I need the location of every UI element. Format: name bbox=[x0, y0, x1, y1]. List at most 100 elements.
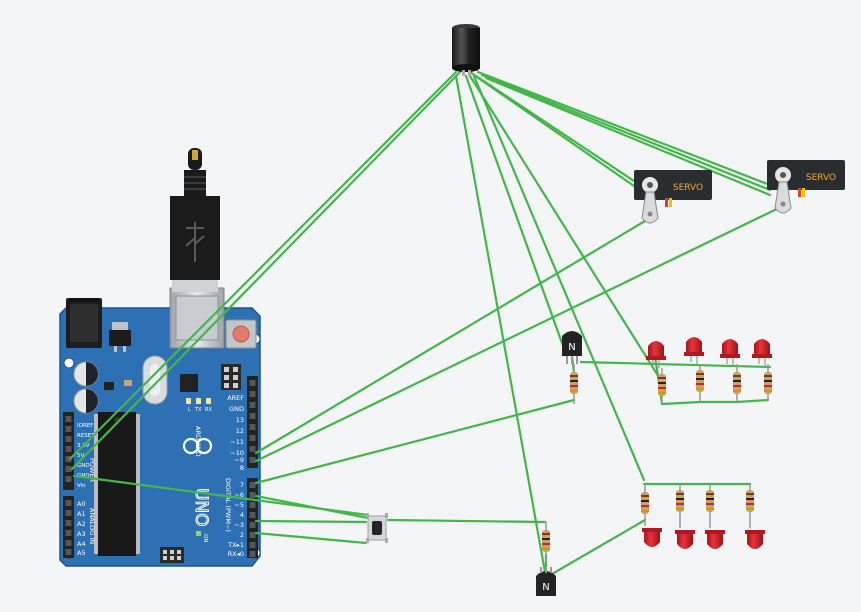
red-led-top-1[interactable] bbox=[646, 341, 666, 368]
pin-4-label: 4 bbox=[240, 511, 244, 519]
led-resistor-bottom-4[interactable] bbox=[746, 484, 754, 528]
pin-aref-label: AREF bbox=[227, 394, 244, 402]
wire-cap-resistor-row-bottom[interactable] bbox=[472, 74, 646, 482]
svg-text:UNO: UNO bbox=[191, 488, 211, 527]
digital-pin-labels-bottom: 7 ~6 ~5 4 ~3 2 TX▸1 RX◂0 bbox=[227, 481, 244, 558]
wire-cap-servo2-c[interactable] bbox=[484, 76, 772, 197]
wire-resistor-top-pin[interactable] bbox=[254, 398, 576, 485]
pushbutton[interactable] bbox=[366, 513, 388, 543]
wire-servo1-signal[interactable] bbox=[254, 216, 652, 455]
npn-transistor-top[interactable]: N bbox=[562, 331, 582, 364]
wire-cap-5v[interactable] bbox=[68, 70, 458, 461]
pin-11-label: ~11 bbox=[230, 438, 244, 446]
red-led-top-4[interactable] bbox=[752, 339, 772, 366]
wires[interactable] bbox=[68, 70, 787, 576]
icsp-header-top bbox=[221, 364, 241, 390]
transistor-top-label: N bbox=[568, 342, 575, 353]
wire-cap-led-row-top[interactable] bbox=[468, 74, 664, 384]
digital-header-top bbox=[247, 376, 258, 468]
smd-component bbox=[104, 382, 114, 390]
red-led-top-2[interactable] bbox=[684, 337, 704, 364]
usb-interface-chip bbox=[180, 374, 198, 392]
led-resistor-bottom-2[interactable] bbox=[676, 484, 684, 528]
pin-7-label: 7 bbox=[240, 481, 244, 489]
pin-6-label: ~6 bbox=[234, 491, 244, 499]
wire-servo2-signal[interactable] bbox=[254, 203, 787, 463]
transistor-bottom-label: N bbox=[542, 582, 549, 593]
led-tx-label: TX bbox=[194, 407, 202, 413]
led-resistor-top-2[interactable] bbox=[696, 364, 704, 402]
pin-12-label: 12 bbox=[236, 427, 244, 435]
resistor-top-base[interactable] bbox=[570, 364, 578, 404]
crystal-oscillator bbox=[142, 355, 168, 405]
wire-cap-servo1-b[interactable] bbox=[472, 73, 639, 190]
wire-cap-gnd[interactable] bbox=[70, 70, 462, 471]
led-resistor-top-4[interactable] bbox=[764, 364, 772, 400]
red-led-bottom-4[interactable] bbox=[745, 530, 765, 549]
usb-cable[interactable] bbox=[170, 148, 220, 292]
board-status-leds: L TX RX bbox=[186, 398, 212, 413]
pin-a1-label: A1 bbox=[77, 510, 86, 518]
digital-header-label: DIGITAL (PWM~) bbox=[224, 478, 232, 532]
arduino-logo: ARDUINO UNO bbox=[182, 426, 213, 527]
red-led-bottom-3[interactable] bbox=[705, 530, 725, 549]
led-resistor-bottom-1[interactable] bbox=[641, 484, 649, 526]
on-led bbox=[196, 531, 201, 536]
servo-motor-1[interactable]: SERVO bbox=[634, 170, 712, 224]
on-label: ON bbox=[202, 534, 208, 542]
arduino-uno-board[interactable]: L TX RX ARDUINO UNO bbox=[59, 287, 261, 567]
digital-header-bottom bbox=[247, 478, 258, 558]
icsp-header-bottom bbox=[160, 547, 184, 563]
wire-pin3-button[interactable] bbox=[254, 519, 368, 524]
arduino-brand-text: ARDUINO bbox=[194, 426, 202, 457]
pin-10-label: ~10 bbox=[230, 449, 244, 457]
wire-button-resistor[interactable] bbox=[386, 518, 547, 524]
pin-gnd2-label: GND bbox=[77, 473, 90, 479]
power-header-label: POWER bbox=[88, 458, 96, 483]
usb-b-port bbox=[169, 287, 225, 349]
analog-pin-labels: A0 A1 A2 A3 A4 A5 bbox=[77, 500, 86, 557]
wire-cap-transistor-bottom[interactable] bbox=[454, 74, 547, 574]
pin-a2-label: A2 bbox=[77, 520, 86, 528]
pin-5v-label: 5V bbox=[77, 453, 84, 459]
wire-pin2-button[interactable] bbox=[254, 531, 368, 545]
pin-a0-label: A0 bbox=[77, 500, 86, 508]
led-resistor-top-3[interactable] bbox=[733, 364, 741, 402]
wire-led-top-bus[interactable] bbox=[660, 398, 770, 406]
servo-motor-2[interactable]: SERVO bbox=[767, 160, 845, 214]
pin-3-label: ~3 bbox=[234, 521, 244, 529]
resistor-bottom-base[interactable] bbox=[542, 522, 550, 562]
pin-9-label: ~9 bbox=[234, 456, 244, 464]
dc-power-jack bbox=[66, 298, 102, 348]
red-led-top-3[interactable] bbox=[720, 339, 740, 366]
pin-5-label: ~5 bbox=[234, 501, 244, 509]
pin-vin-label: Vin bbox=[77, 483, 86, 489]
led-resistor-top-1[interactable] bbox=[658, 368, 666, 404]
wire-cap-servo2-a[interactable] bbox=[476, 70, 772, 187]
pin-ioref-label: IOREF bbox=[77, 423, 93, 429]
led-resistor-bottom-3[interactable] bbox=[706, 484, 714, 528]
smd-component bbox=[124, 380, 132, 386]
pin-a5-label: A5 bbox=[77, 549, 86, 557]
wire-transistor-led-row[interactable] bbox=[579, 360, 772, 369]
npn-transistor-bottom[interactable]: N bbox=[536, 567, 556, 596]
pin-gnd1-label: GND bbox=[77, 463, 90, 469]
board-capacitors bbox=[73, 361, 99, 414]
pin-1-label: TX▸1 bbox=[227, 541, 244, 549]
analog-header-label: ANALOG IN bbox=[88, 508, 96, 544]
wire-transistor-bottom-leds[interactable] bbox=[550, 518, 647, 576]
wire-cap-transistor-top[interactable] bbox=[464, 74, 569, 359]
led-rx-label: RX bbox=[205, 407, 212, 413]
red-led-bottom-2[interactable] bbox=[675, 530, 695, 549]
wire-gnd-button[interactable] bbox=[72, 474, 370, 517]
pin-reset-label: RESET bbox=[77, 433, 95, 439]
analog-header bbox=[63, 496, 74, 558]
led-l-label: L bbox=[188, 407, 191, 413]
wire-cap-servo2-b[interactable] bbox=[480, 73, 772, 192]
pin-a4-label: A4 bbox=[77, 540, 86, 548]
reset-button[interactable] bbox=[225, 319, 257, 349]
red-led-bottom-1[interactable] bbox=[642, 528, 662, 547]
digital-pin-labels-top: AREF GND 13 12 ~11 ~10 ~9 8 bbox=[227, 394, 244, 472]
electrolytic-capacitor[interactable] bbox=[452, 24, 480, 76]
